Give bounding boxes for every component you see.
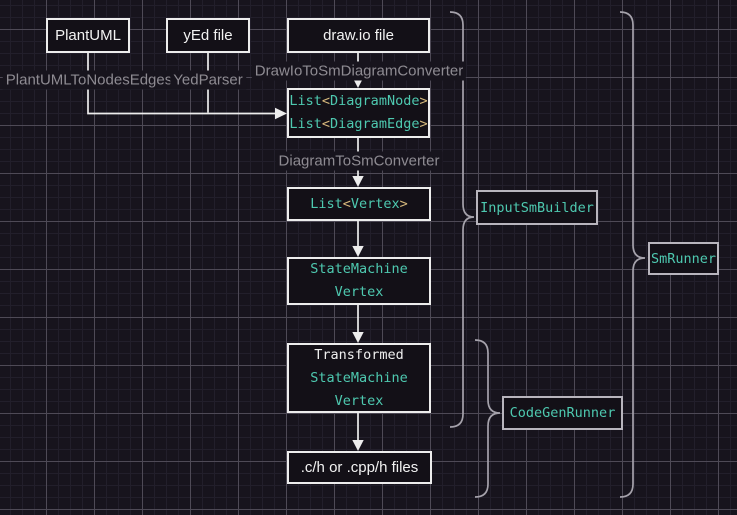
code-line: Vertex	[335, 281, 384, 304]
brace-input-sm-builder[interactable]	[449, 11, 475, 428]
code-token: <	[321, 116, 331, 132]
code-token: <	[342, 195, 351, 212]
arrowhead-down-icon	[352, 176, 364, 187]
group-label-input-sm-builder[interactable]: InputSmBuilder	[476, 190, 598, 225]
edge-label-drawio-converter[interactable]: DrawIoToSmDiagramConverter	[251, 61, 467, 81]
node-yed-file[interactable]: yEd file	[166, 18, 250, 53]
code-token: >	[399, 195, 408, 212]
code-token: DiagramNode	[330, 93, 420, 109]
edge-label-plantuml-to-nodes-edges[interactable]: PlantUMLToNodesEdges	[2, 70, 176, 90]
code-token: Transformed	[314, 346, 404, 363]
edge-label-yed-parser[interactable]: YedParser	[170, 70, 246, 90]
group-codegen-runner-text: CodeGenRunner	[509, 405, 616, 421]
brace-codegen-runner[interactable]	[474, 339, 501, 498]
node-output-files[interactable]: .c/h or .cpp/h files	[287, 451, 432, 484]
arrowhead-right-icon	[275, 107, 287, 120]
code-token: Vertex	[334, 392, 384, 409]
node-drawio-file-label: draw.io file	[323, 26, 394, 44]
node-list-vertex[interactable]: List<Vertex>	[287, 187, 431, 221]
code-line: Vertex	[335, 390, 384, 413]
group-label-sm-runner[interactable]: SmRunner	[648, 242, 719, 275]
group-sm-runner-text: SmRunner	[650, 250, 717, 267]
node-plantuml-label: PlantUML	[55, 26, 121, 44]
node-output-files-label: .c/h or .cpp/h files	[300, 458, 419, 476]
node-drawio-file[interactable]: draw.io file	[287, 18, 430, 53]
arrowhead-down-icon	[352, 440, 364, 451]
code-token: <	[321, 93, 331, 109]
code-line: List<Vertex>	[310, 193, 408, 216]
code-token: >	[419, 93, 428, 109]
edge-label-diagram-to-sm-converter[interactable]: DiagramToSmConverter	[275, 151, 443, 171]
code-line: Transformed	[314, 344, 403, 367]
code-token: Vertex	[334, 284, 384, 300]
code-token: StateMachine	[310, 261, 408, 277]
group-label-codegen-runner[interactable]: CodeGenRunner	[502, 396, 623, 430]
code-line: List<DiagramNode>	[289, 90, 427, 113]
code-line: List<DiagramEdge>	[289, 113, 427, 136]
brace-sm-runner[interactable]	[619, 11, 646, 498]
node-yed-file-label: yEd file	[183, 26, 233, 44]
arrowhead-down-icon	[352, 332, 364, 343]
code-token: Vertex	[350, 195, 400, 212]
code-token: List	[310, 195, 343, 212]
code-line: StateMachine	[310, 367, 408, 390]
code-token: List	[289, 93, 322, 109]
node-plantuml[interactable]: PlantUML	[46, 18, 130, 53]
code-line: StateMachine	[310, 258, 408, 281]
code-token: StateMachine	[310, 369, 408, 386]
node-diagram-node-edge-lists[interactable]: List<DiagramNode>List<DiagramEdge>	[287, 88, 430, 138]
code-token: List	[289, 116, 322, 132]
code-token: DiagramEdge	[330, 116, 420, 132]
group-input-sm-builder-text: InputSmBuilder	[480, 199, 594, 216]
code-token: >	[419, 116, 428, 132]
arrowhead-down-icon	[352, 246, 364, 257]
